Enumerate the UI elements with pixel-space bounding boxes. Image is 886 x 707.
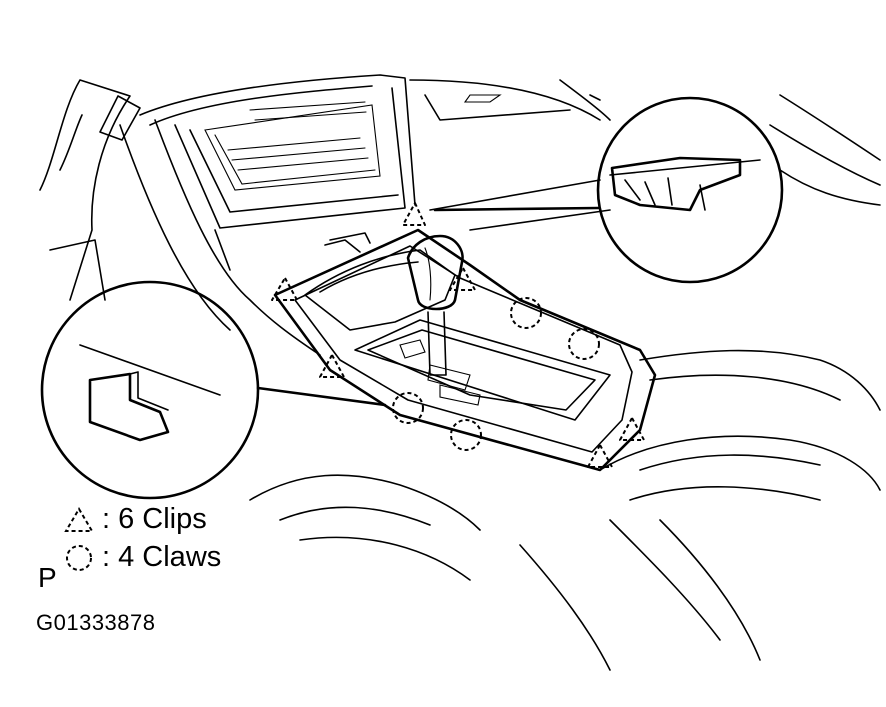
clip-marker — [319, 354, 345, 378]
dashed-circle-icon — [66, 544, 92, 571]
shift-lever-trim-panel — [273, 228, 657, 472]
claw-detail-inset — [40, 280, 387, 500]
legend-claws-label: : 4 Claws — [102, 541, 222, 573]
clip-marker — [587, 444, 613, 468]
dashed-triangle-icon — [64, 506, 94, 532]
claw-marker — [450, 419, 482, 451]
clip-markers — [271, 202, 645, 468]
claw-marker — [510, 297, 542, 329]
claw-marker — [392, 392, 424, 424]
legend-claws: : 4 Claws — [62, 541, 221, 574]
clip-marker — [271, 277, 298, 301]
claw-markers — [392, 297, 600, 451]
clip-marker — [402, 202, 426, 226]
clip-marker — [619, 417, 645, 441]
door-panel-outline — [39, 79, 141, 301]
shift-position-label: P — [38, 562, 57, 593]
clip-detail-inset — [433, 96, 784, 284]
clip-marker — [449, 267, 476, 291]
passenger-side-outline — [249, 79, 881, 671]
legend-clips-label: : 6 Clips — [102, 503, 207, 535]
claw-marker — [568, 328, 600, 360]
center-stack — [119, 74, 416, 356]
legend-clips: : 6 Clips — [62, 503, 207, 536]
figure-id: G01333878 — [36, 610, 156, 635]
shift-knob — [406, 234, 464, 376]
